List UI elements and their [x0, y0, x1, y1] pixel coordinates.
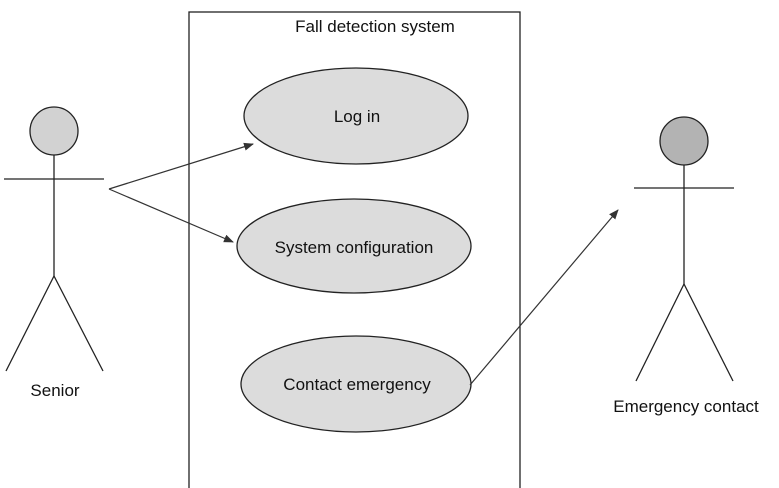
actor-emergency-contact-label: Emergency contact — [613, 397, 759, 416]
emergency-contact-right-leg — [683, 283, 734, 382]
actor-senior-label: Senior — [30, 381, 79, 400]
senior-head — [29, 106, 79, 156]
use-case-config-label: System configuration — [275, 238, 434, 257]
use-case-login-label: Log in — [334, 107, 380, 126]
arrow-senior-to-config — [108, 188, 234, 243]
senior-right-leg — [53, 275, 104, 372]
use-case-login-ellipse — [243, 67, 469, 165]
arrow-senior-to-login — [108, 142, 254, 190]
use-case-contact-label: Contact emergency — [283, 375, 431, 394]
actor-senior — [4, 106, 104, 372]
arrow-contact-to-emergency — [469, 209, 619, 386]
system-title: Fall detection system — [295, 17, 455, 36]
actor-emergency-contact — [634, 116, 734, 382]
emergency-contact-head — [659, 116, 709, 166]
system-boundary — [188, 11, 521, 488]
senior-left-leg — [5, 275, 55, 372]
use-case-config-ellipse — [236, 198, 472, 294]
emergency-contact-left-leg — [635, 283, 685, 382]
